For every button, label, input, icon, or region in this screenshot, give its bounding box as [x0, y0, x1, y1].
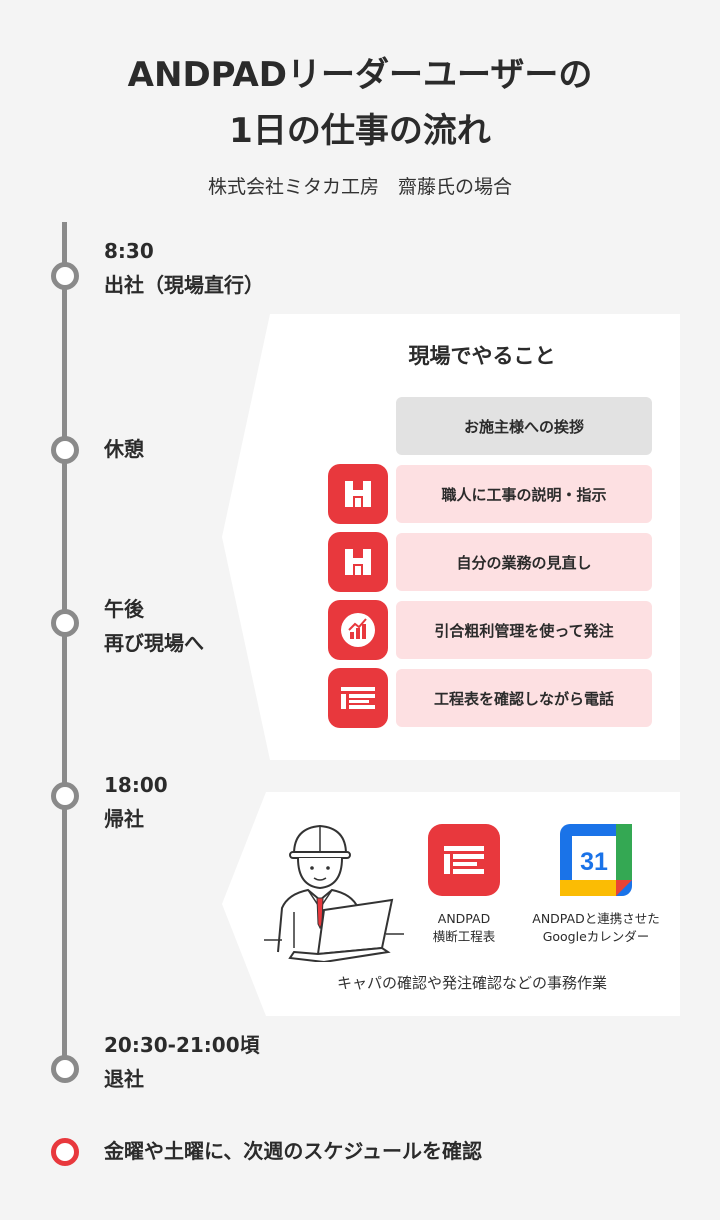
- task-phone: 工程表を確認しながら電話: [396, 669, 652, 727]
- page-title-line2: 1日の仕事の流れ: [229, 111, 491, 151]
- andpad-schedule-caption: ANDPAD 横断工程表: [418, 910, 510, 946]
- page-subtitle: 株式会社ミタカ工房 齋藤氏の場合: [207, 176, 512, 198]
- office-work-card: ANDPAD 横断工程表 31 ANDPADと連携させた Googleカレンダー…: [222, 792, 680, 1016]
- footer-note: 金曜や土曜に、次週のスケジュールを確認: [104, 1139, 482, 1163]
- caption-line: 横断工程表: [432, 929, 496, 944]
- timeline-label-return: 18:00 帰社: [104, 768, 168, 836]
- site-tasks-title: 現場でやること: [408, 344, 556, 368]
- timeline-event: 帰社: [104, 807, 144, 831]
- caption-line: Googleカレンダー: [542, 929, 650, 944]
- timeline-node: [51, 262, 79, 290]
- google-calendar-icon: 31: [560, 824, 632, 896]
- timeline-label-leave: 20:30-21:00頃 退社: [104, 1028, 260, 1096]
- timeline-event: 出社（現場直行）: [104, 273, 264, 297]
- timeline-time: 午後: [104, 597, 144, 621]
- footer-red-circle-icon: [51, 1138, 79, 1166]
- worker-at-laptop-illustration: [264, 824, 404, 962]
- timeline-line: [62, 222, 67, 1080]
- google-calendar-caption: ANDPADと連携させた Googleカレンダー: [520, 910, 672, 946]
- timeline-event: 再び現場へ: [104, 631, 204, 655]
- timeline-label-break: 休憩: [104, 432, 144, 466]
- office-work-note: キャパの確認や発注確認などの事務作業: [336, 974, 607, 992]
- task-greeting: お施主様への挨拶: [396, 397, 652, 455]
- gcal-day-number: 31: [580, 848, 608, 876]
- caption-line: ANDPADと連携させた: [532, 911, 660, 926]
- task-instruct-workers: 職人に工事の説明・指示: [396, 465, 652, 523]
- andpad-schedule-icon: [328, 668, 388, 728]
- timeline-label-afternoon: 午後 再び現場へ: [104, 592, 204, 660]
- andpad-construction-icon: [328, 532, 388, 592]
- andpad-schedule-app-icon: [428, 824, 500, 896]
- timeline-time: 8:30: [104, 239, 154, 263]
- timeline-event: 休憩: [104, 437, 144, 461]
- timeline-event: 退社: [104, 1067, 144, 1091]
- andpad-profit-chart-icon: [328, 600, 388, 660]
- andpad-construction-icon: [328, 464, 388, 524]
- timeline-time: 18:00: [104, 773, 168, 797]
- caption-line: ANDPAD: [437, 911, 491, 926]
- site-tasks-card: 現場でやること お施主様への挨拶 職人に工事の説明・指示 自分の業務の見直し 引…: [222, 314, 680, 760]
- timeline-node: [51, 436, 79, 464]
- timeline-time: 20:30-21:00頃: [104, 1033, 260, 1057]
- timeline-label-arrival: 8:30 出社（現場直行）: [104, 234, 264, 302]
- page-title-line1: ANDPADリーダーユーザーの: [127, 55, 593, 95]
- timeline-node: [51, 1055, 79, 1083]
- task-review-work: 自分の業務の見直し: [396, 533, 652, 591]
- timeline-node: [51, 782, 79, 810]
- task-order: 引合粗利管理を使って発注: [396, 601, 652, 659]
- timeline-node: [51, 609, 79, 637]
